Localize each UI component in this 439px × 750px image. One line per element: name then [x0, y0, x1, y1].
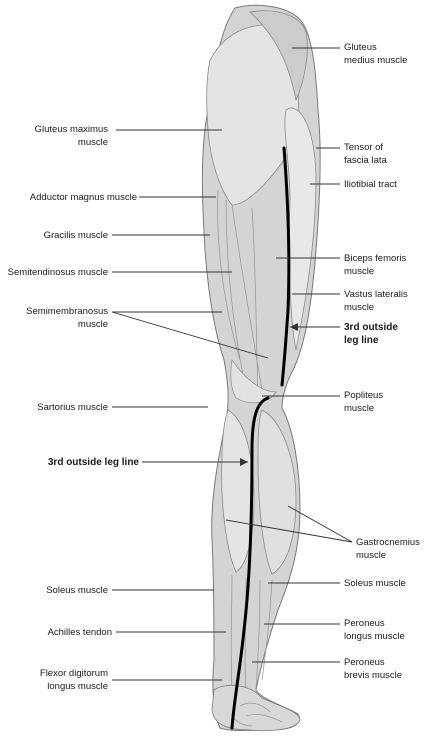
label-gluteus-medius: Gluteus medius muscle: [344, 42, 408, 66]
label-gastrocnemius: Gastrocnemius muscle: [356, 537, 420, 561]
label-semimembranosus: Semimembranosus muscle: [26, 306, 108, 330]
label-gracilis: Gracilis muscle: [43, 230, 108, 241]
label-third-outside-leg-line-left: 3rd outside leg line: [47, 457, 139, 468]
hamstring-lines: [217, 189, 263, 401]
label-peroneus-longus: Peroneus longus muscle: [344, 618, 405, 642]
leader-lines-right: [225, 47, 353, 663]
third-outside-leg-line-upper: [280, 146, 291, 387]
label-peroneus-brevis: Peroneus brevis muscle: [344, 657, 403, 681]
label-sartorius: Sartorius muscle: [37, 402, 108, 413]
third-outside-leg-line-lower: [230, 396, 270, 730]
label-vastus-lateralis: Vastus lateralis muscle: [344, 289, 408, 313]
label-iliotibial-tract: Iliotibial tract: [344, 179, 397, 190]
label-achilles-tendon: Achilles tendon: [47, 627, 112, 638]
gluteus-medius-area: [249, 10, 308, 102]
label-third-outside-leg-line-right: 3rd outside leg line: [344, 322, 398, 346]
label-tensor-fascia-lata: Tensor of fascia lata: [344, 142, 387, 166]
label-adductor-magnus: Adductor magnus muscle: [29, 192, 137, 203]
label-flexor-digitorum: Flexor digitorum longus muscle: [39, 668, 108, 692]
label-popliteus: Popliteus muscle: [344, 390, 384, 414]
label-soleus-right: Soleus muscle: [344, 578, 406, 589]
popliteal-area: [230, 359, 277, 404]
gastrocnemius-lateral: [257, 409, 297, 575]
leader-lines-left: [111, 129, 269, 681]
iliotibial-tract-area: [284, 107, 317, 351]
achilles-lines: [230, 574, 273, 701]
label-soleus-left: Soleus muscle: [46, 585, 108, 596]
label-biceps-femoris: Biceps femoris muscle: [344, 253, 407, 277]
arrowhead-left: [240, 458, 248, 466]
gastrocnemius-medial: [221, 409, 255, 573]
label-semitendinosus: Semitendinosus muscle: [7, 267, 108, 278]
arrowhead-right: [290, 323, 298, 331]
label-gluteus-maximus: Gluteus maximus muscle: [34, 124, 108, 148]
